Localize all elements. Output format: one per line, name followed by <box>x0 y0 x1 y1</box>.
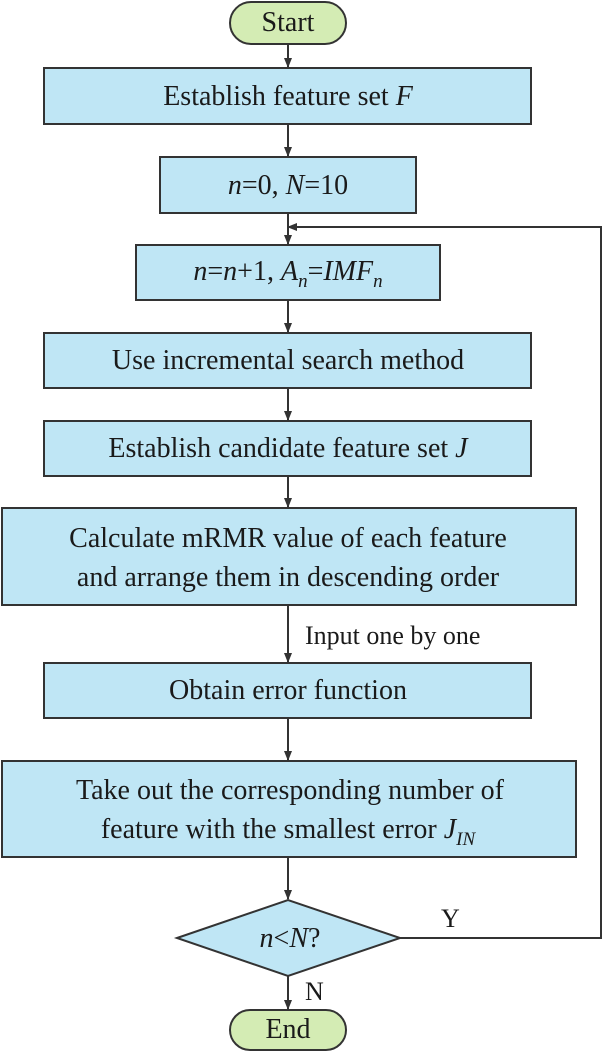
establish-feature-set-label: Establish feature set F <box>163 81 413 112</box>
start-label: Start <box>262 7 315 38</box>
mrmr-line2: and arrange them in descending order <box>77 562 500 593</box>
edge-label-input-one-by-one: Input one by one <box>305 621 480 650</box>
mrmr-box: Calculate mRMR value of each feature and… <box>1 507 577 606</box>
loop-back-arrow <box>287 223 602 939</box>
increment-box: n=n+1, An=IMFn <box>135 244 441 301</box>
decision-label: n<N? <box>260 923 321 954</box>
init-box: n=0, N=10 <box>159 156 417 214</box>
error-function-box: Obtain error function <box>43 662 532 719</box>
candidate-set-label: Establish candidate feature set J <box>108 433 469 464</box>
candidate-set-box: Establish candidate feature set J <box>43 420 532 477</box>
increment-label: n=n+1, An=IMFn <box>193 256 382 292</box>
incremental-search-box: Use incremental search method <box>43 332 532 389</box>
end-terminal: End <box>229 1009 347 1051</box>
error-function-label: Obtain error function <box>169 675 407 706</box>
incremental-search-label: Use incremental search method <box>112 345 464 376</box>
establish-feature-set-box: Establish feature set F <box>43 67 532 125</box>
end-label: End <box>265 1014 310 1045</box>
take-out-line2: feature with the smallest error JIN <box>101 814 477 850</box>
init-label: n=0, N=10 <box>228 170 348 201</box>
mrmr-line1: Calculate mRMR value of each feature <box>69 523 507 554</box>
decision-diamond: n<N? <box>173 898 404 978</box>
take-out-box: Take out the corresponding number of fea… <box>1 760 577 858</box>
start-terminal: Start <box>229 1 347 45</box>
edge-label-yes: Y <box>441 904 460 933</box>
edge-label-no: N <box>305 977 324 1006</box>
take-out-line1: Take out the corresponding number of <box>76 775 505 806</box>
